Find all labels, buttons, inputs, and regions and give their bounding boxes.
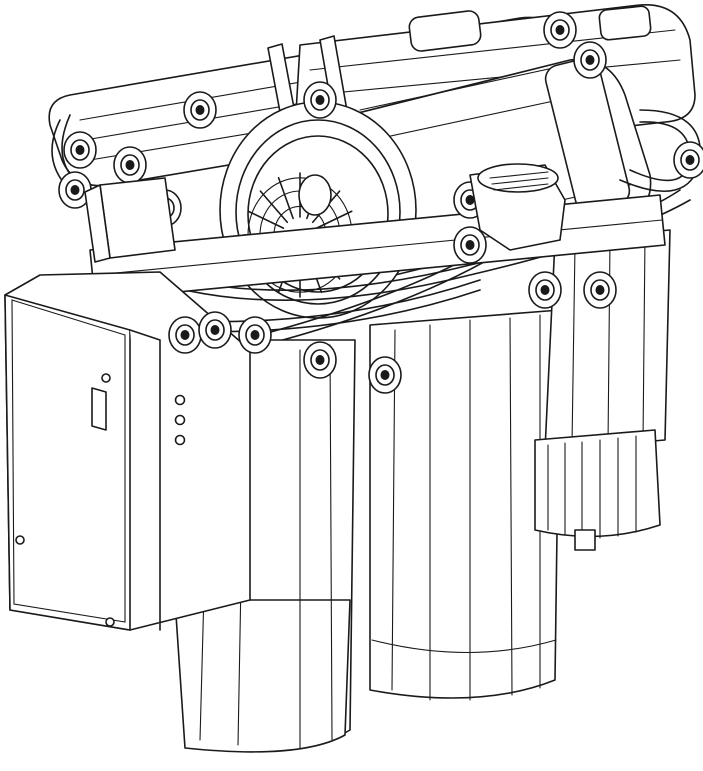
quick-connect-fitting [368, 356, 402, 394]
solenoid-valve [469, 163, 566, 251]
filter-housing-right [544, 229, 671, 451]
filter-housing-middle [369, 309, 561, 701]
housing-end-cap [598, 5, 652, 41]
quick-connect-fitting [198, 311, 232, 349]
quick-connect-fitting [113, 146, 147, 184]
housing-end-cap [408, 10, 482, 52]
pump-outlet-fitting [298, 174, 332, 216]
control-box [4, 271, 251, 631]
inlet-valve-block [84, 177, 176, 263]
quick-connect-fitting [583, 271, 617, 309]
quick-connect-fitting [58, 171, 92, 209]
quick-connect-fitting [168, 316, 202, 354]
quick-connect-fitting [453, 226, 487, 264]
screw [101, 373, 111, 383]
quick-connect-fitting [238, 316, 272, 354]
label-plate [91, 387, 107, 431]
quick-connect-fitting [573, 41, 607, 79]
drain-fitting [574, 529, 596, 551]
grill-spoke [315, 210, 353, 229]
quick-connect-fitting [543, 11, 577, 49]
quick-connect-fitting [63, 131, 97, 169]
status-led-1 [174, 394, 186, 406]
quick-connect-fitting [528, 271, 562, 309]
screw [15, 535, 25, 545]
quick-connect-fitting [303, 341, 337, 379]
status-led-3 [174, 434, 186, 446]
screw [105, 617, 115, 627]
quick-connect-fitting [673, 141, 703, 179]
quick-connect-fitting [183, 91, 217, 129]
grill-spoke [259, 190, 289, 224]
status-led-2 [174, 414, 186, 426]
quick-connect-fitting [303, 81, 337, 119]
grill-spoke [247, 210, 285, 229]
post-filter-cap [534, 429, 661, 551]
grill-spoke [277, 176, 294, 220]
